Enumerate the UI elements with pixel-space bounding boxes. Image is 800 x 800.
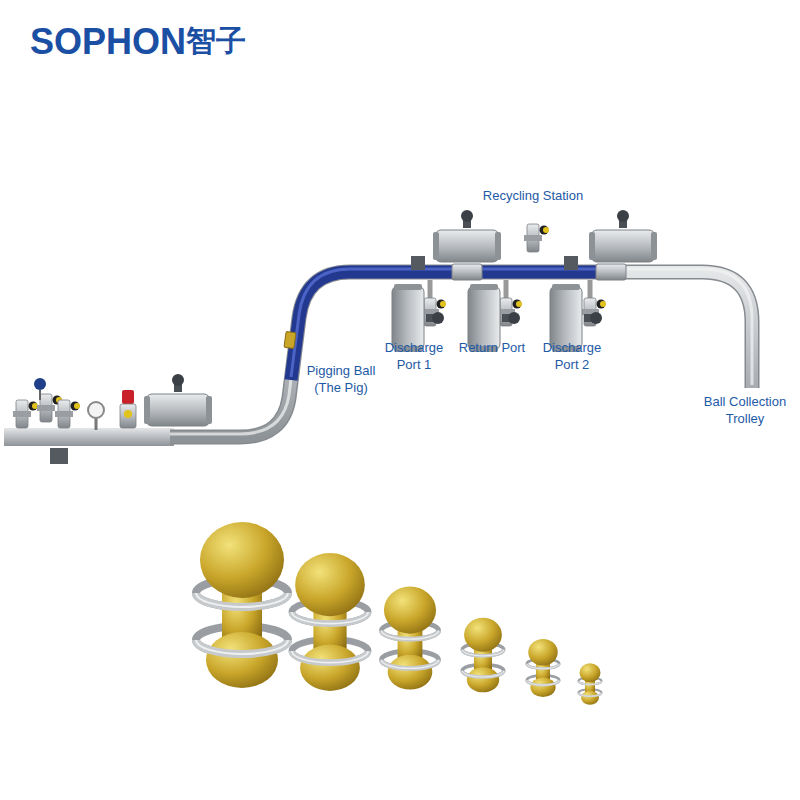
branch-pipe xyxy=(588,280,593,300)
indicator-light xyxy=(124,410,132,418)
support xyxy=(564,256,578,270)
support xyxy=(50,448,68,464)
valve-body xyxy=(452,264,482,280)
support xyxy=(411,256,425,270)
pressure-gauge xyxy=(88,402,104,418)
valve-body xyxy=(596,264,626,280)
branch-pipe xyxy=(428,280,433,300)
indicator xyxy=(122,390,134,404)
pig-in-pipe xyxy=(284,331,296,348)
manifold-pipe xyxy=(4,428,174,446)
port-label: Discharge Port 2 xyxy=(536,339,608,373)
sensor-stem xyxy=(39,390,41,400)
logo-text: SOPHON xyxy=(30,22,200,62)
pig-sizes xyxy=(196,522,602,705)
logo-chinese: 智子 xyxy=(186,24,266,58)
trolley-label: Ball Collection Trolley xyxy=(694,393,796,427)
sensor xyxy=(34,378,46,390)
port-label: Return Port xyxy=(452,339,532,356)
valve-body xyxy=(120,404,136,428)
pipe-outline xyxy=(170,272,752,437)
port-label: Discharge Port 1 xyxy=(378,339,450,373)
branch-pipe xyxy=(504,280,509,300)
pipe-highlight xyxy=(170,269,752,434)
pig-label: Pigging Ball (The Pig) xyxy=(298,362,384,396)
gauge-stem xyxy=(95,418,98,430)
pipe xyxy=(170,272,752,437)
recycling-station xyxy=(392,210,657,352)
launch-station xyxy=(4,374,212,464)
station-label: Recycling Station xyxy=(463,187,603,204)
